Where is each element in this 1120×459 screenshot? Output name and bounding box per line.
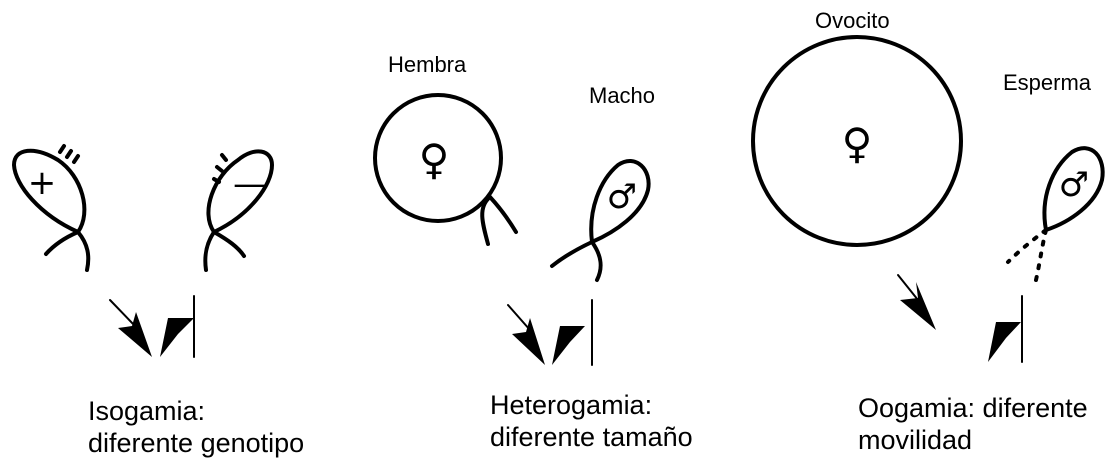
isogamy-minus-sign: — [233, 164, 267, 204]
oogamy-panel: Ovocito Esperma ♀ ♂ Oogamia: diferente m… [753, 8, 1103, 455]
heterogamy-arrows [508, 300, 592, 365]
sperm-cell: ♂ [1008, 148, 1103, 280]
isogamy-plus-gamete: + [14, 146, 88, 270]
egg-label: Ovocito [815, 8, 890, 33]
isogamy-arrows [110, 296, 194, 357]
female-gamete: ♀ [375, 95, 516, 244]
isogamy-panel: + — Isogamia: diferente genotipo [14, 146, 304, 458]
isogamy-caption-line2: diferente genotipo [88, 428, 304, 458]
male-gamete: ♂ [552, 161, 649, 280]
sperm-symbol: ♂ [1059, 165, 1089, 205]
heterogamy-panel: Hembra Macho ♀ ♂ Heterogamia: diferente … [375, 52, 693, 452]
female-label: Hembra [388, 52, 467, 77]
egg-cell: ♀ [753, 37, 961, 245]
heterogamy-caption-line2: diferente tamaño [490, 422, 693, 452]
male-label: Macho [589, 83, 655, 108]
heterogamy-caption-line1: Heterogamia: [490, 390, 652, 420]
isogamy-caption-line1: Isogamia: [88, 396, 205, 426]
female-symbol: ♀ [419, 135, 450, 184]
oogamy-caption-line2: movilidad [858, 425, 972, 455]
egg-symbol: ♀ [842, 119, 873, 168]
isogamy-minus-gamete: — [205, 151, 272, 270]
male-symbol: ♂ [607, 177, 637, 217]
sperm-label: Esperma [1003, 70, 1092, 95]
oogamy-caption-line1: Oogamia: diferente [858, 393, 1088, 423]
isogamy-plus-sign: + [28, 163, 57, 203]
oogamy-arrows [898, 275, 1022, 362]
